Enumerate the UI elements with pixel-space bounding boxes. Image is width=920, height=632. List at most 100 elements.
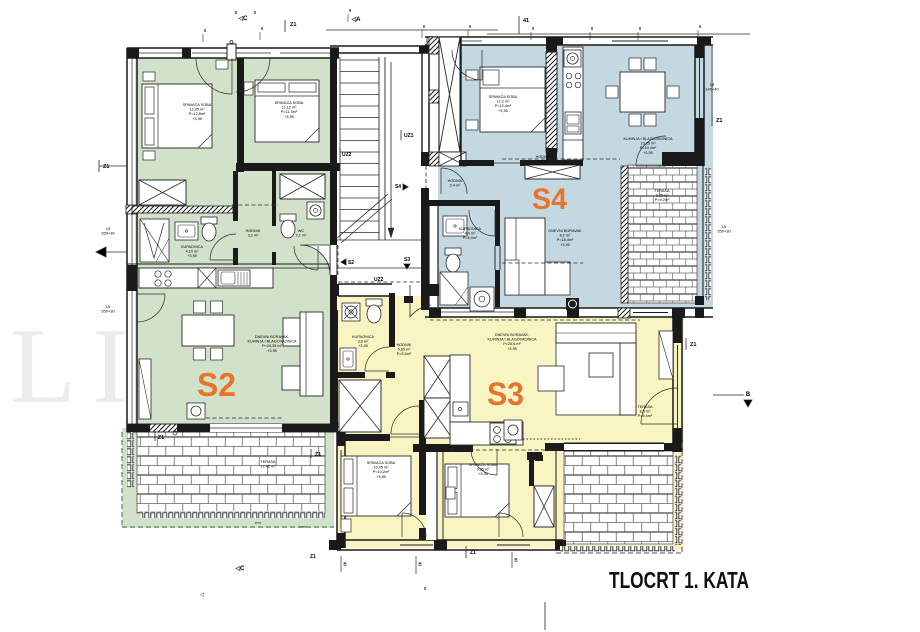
svg-text:B: B [234, 10, 237, 15]
svg-text:12,45 m²: 12,45 m² [261, 465, 277, 469]
svg-text:P=18,4m²: P=18,4m² [557, 238, 574, 242]
svg-text:Z1: Z1 [290, 22, 296, 28]
svg-text:350+30: 350+30 [101, 231, 115, 236]
svg-text:SPAVAĆA SOBA: SPAVAĆA SOBA [469, 462, 498, 467]
svg-text:TERASA: TERASA [637, 405, 653, 409]
svg-text:S3: S3 [404, 257, 410, 263]
svg-text:9,25 m²: 9,25 m² [656, 194, 670, 198]
svg-text:KUPAONICA: KUPAONICA [181, 245, 204, 249]
svg-text:8: 8 [469, 24, 472, 29]
svg-text:Z1: Z1 [310, 554, 316, 560]
svg-text:3,4 m²: 3,4 m² [538, 160, 549, 164]
svg-text:Z1: Z1 [470, 550, 476, 556]
svg-text:Z1: Z1 [103, 164, 109, 170]
svg-text:8: 8 [261, 26, 264, 31]
svg-text:SPAVAĆA SOBA: SPAVAĆA SOBA [275, 100, 304, 105]
svg-text:DNEVNI BORAVAK: DNEVNI BORAVAK [548, 229, 582, 233]
svg-text:8: 8 [349, 8, 352, 13]
svg-text:◁C: ◁C [238, 15, 249, 22]
svg-text:41: 41 [523, 18, 529, 24]
svg-text:350+30: 350+30 [717, 229, 731, 234]
svg-text:5,65 m²: 5,65 m² [398, 348, 412, 352]
svg-text:SPAVAĆA SOBA: SPAVAĆA SOBA [367, 460, 396, 465]
svg-text:8: 8 [532, 26, 535, 31]
svg-text:+3,95: +3,95 [560, 243, 570, 247]
svg-text:12,2 m²: 12,2 m² [497, 100, 511, 104]
svg-text:P=24,35 m²: P=24,35 m² [262, 344, 282, 348]
svg-text:9,85 m²: 9,85 m² [477, 468, 491, 472]
svg-text:UZ2: UZ2 [342, 152, 352, 158]
svg-text:KUHINJA I BLAGOVAONICA: KUHINJA I BLAGOVAONICA [247, 340, 297, 344]
svg-text:B: B [514, 558, 518, 564]
svg-text:+3,95: +3,95 [376, 475, 386, 479]
svg-text:Z1: Z1 [158, 435, 164, 441]
svg-text:HODNIK: HODNIK [448, 179, 463, 183]
svg-text:10,25 m²: 10,25 m² [641, 142, 657, 146]
svg-text:2,1 m²: 2,1 m² [296, 234, 307, 238]
svg-text:8: 8 [423, 24, 426, 29]
svg-text:S4: S4 [532, 183, 567, 216]
svg-text:+3,95: +3,95 [192, 117, 202, 121]
svg-text:19: 19 [106, 226, 111, 231]
svg-text:P=9,2m²: P=9,2m² [655, 198, 670, 202]
svg-text:HODNIK: HODNIK [246, 229, 261, 233]
svg-text:HODNIK: HODNIK [397, 343, 412, 347]
svg-text:◁A: ◁A [351, 16, 362, 23]
svg-text:B: B [343, 562, 347, 568]
svg-text:P=5,6m²: P=5,6m² [397, 352, 412, 356]
svg-text:8: 8 [424, 586, 427, 591]
svg-text:P=4,4m²: P=4,4m² [463, 236, 478, 240]
svg-text:8: 8 [204, 28, 207, 33]
svg-text:8: 8 [591, 26, 594, 31]
svg-text:SPAVAĆA SOBA: SPAVAĆA SOBA [489, 94, 518, 99]
svg-text:350+30: 350+30 [101, 309, 115, 314]
svg-text:+3,95: +3,95 [507, 347, 517, 351]
svg-text:19: 19 [106, 304, 111, 309]
svg-text:Z1: Z1 [315, 452, 321, 458]
svg-text:TERASA: TERASA [654, 189, 670, 193]
svg-text:WC: WC [298, 229, 305, 233]
svg-text:12,05 m²: 12,05 m² [190, 108, 206, 112]
svg-text:P=26,6 m²: P=26,6 m² [503, 342, 521, 346]
svg-text:+3,95: +3,95 [358, 344, 368, 348]
svg-text:P=8,4m²: P=8,4m² [638, 414, 653, 418]
svg-text:8: 8 [254, 10, 257, 15]
svg-text:18: 18 [710, 82, 715, 87]
svg-text:◁: ◁ [200, 592, 204, 598]
svg-text:P=11,5m²: P=11,5m² [281, 110, 298, 114]
svg-text:8: 8 [639, 26, 642, 31]
svg-text:▪▪▪▪▪▪: ▪▪▪▪▪▪ [299, 525, 306, 529]
svg-text:TERASA: TERASA [260, 460, 276, 464]
svg-text:4,10 m²: 4,10 m² [186, 250, 200, 254]
svg-text:SPAVAĆA SOBA: SPAVAĆA SOBA [183, 102, 212, 107]
svg-text:3,6 m²: 3,6 m² [358, 340, 369, 344]
svg-text:+3,95: +3,95 [267, 349, 277, 353]
svg-text:2,4 m²: 2,4 m² [450, 184, 461, 188]
svg-text:UZ1: UZ1 [404, 133, 414, 139]
svg-text:DNEVNI BORAVAK,: DNEVNI BORAVAK, [495, 333, 529, 337]
svg-text:3,2 m²: 3,2 m² [248, 234, 259, 238]
svg-text:4,4 m²: 4,4 m² [465, 232, 476, 236]
svg-text:TLOCRT 1. KATA: TLOCRT 1. KATA [609, 567, 749, 593]
svg-text:S4: S4 [395, 184, 401, 190]
svg-text:DNEVNI BORAVAK,: DNEVNI BORAVAK, [255, 335, 289, 339]
svg-text:+3,95: +3,95 [498, 109, 508, 113]
svg-text:8,2 m²: 8,2 m² [560, 234, 571, 238]
svg-text:19: 19 [722, 224, 727, 229]
svg-text:KUPAONICA: KUPAONICA [459, 227, 482, 231]
svg-text:140+40: 140+40 [705, 87, 719, 92]
svg-text:UZ2: UZ2 [374, 277, 384, 283]
svg-text:S2: S2 [348, 260, 354, 266]
svg-text:Z1: Z1 [716, 118, 722, 124]
svg-text:Z1: Z1 [690, 342, 696, 348]
svg-text:+3,95: +3,95 [284, 115, 294, 119]
svg-text:+3,95: +3,95 [187, 254, 197, 258]
svg-text:11,12 m²: 11,12 m² [282, 106, 297, 110]
svg-text:+3,95: +3,95 [643, 151, 653, 155]
svg-text:P=10,2m²: P=10,2m² [373, 470, 390, 474]
svg-text:S2: S2 [197, 366, 236, 403]
svg-text:KUHINJA I BLAGOVAONICA: KUHINJA I BLAGOVAONICA [487, 338, 537, 342]
svg-text:▪▪▪▪▪: ▪▪▪▪▪ [255, 521, 261, 525]
svg-text:P=12,5m²: P=12,5m² [189, 112, 206, 116]
svg-text:10,05 m²: 10,05 m² [374, 466, 390, 470]
